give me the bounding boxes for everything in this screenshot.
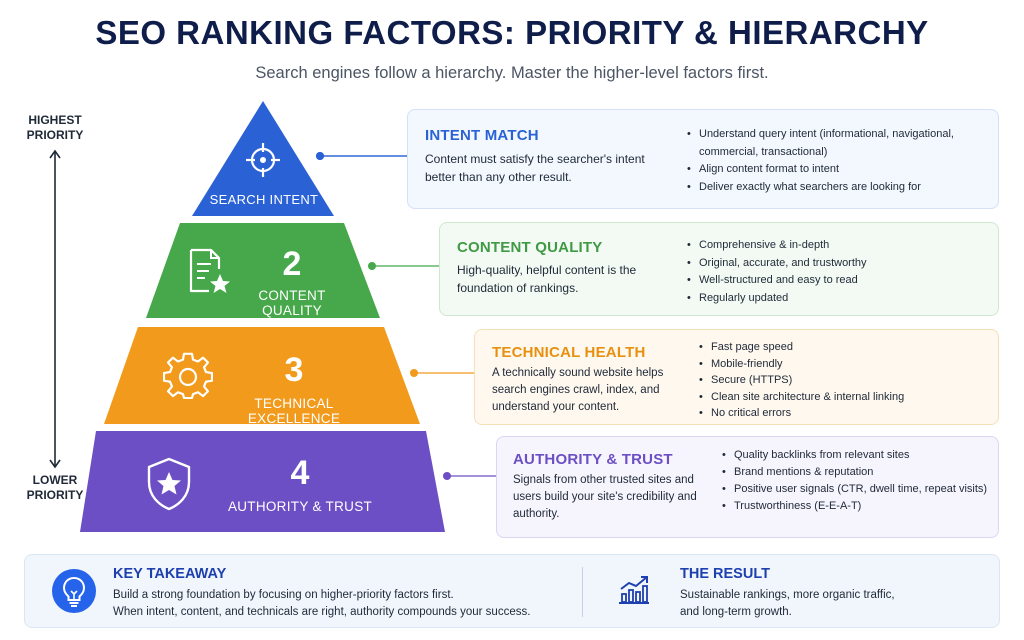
- list-item: Regularly updated: [687, 290, 987, 308]
- card-2-description: High-quality, helpful content is the fou…: [457, 263, 637, 295]
- card-authority-trust: AUTHORITY & TRUST Signals from other tru…: [496, 436, 999, 538]
- card-3-description: A technically sound website helps search…: [492, 367, 664, 413]
- level-3-number: 3: [284, 351, 304, 389]
- shield-star-icon: [147, 457, 191, 511]
- highest-priority-label: HIGHEST PRIORITY: [26, 113, 84, 142]
- list-item: Fast page speed: [699, 339, 989, 356]
- lightbulb-badge: [52, 569, 96, 613]
- list-item: Quality backlinks from relevant sites: [722, 447, 992, 464]
- list-item: Deliver exactly what searchers are looki…: [687, 179, 987, 197]
- level-4-text: 4 AUTHORITY & TRUST: [218, 455, 382, 514]
- level-3-text: 3 TECHNICAL EXCELLENCE: [214, 352, 374, 426]
- list-item: Align content format to intent: [687, 161, 987, 179]
- list-item: Mobile-friendly: [699, 356, 989, 373]
- level-2-label: CONTENT QUALITY: [258, 288, 326, 318]
- result-text-2: and long-term growth.: [680, 606, 792, 618]
- level-1-label-wrap: SEARCH INTENT: [196, 192, 332, 207]
- seo-pyramid: [80, 101, 445, 532]
- takeaway-text-1: Build a strong foundation by focusing on…: [113, 589, 454, 601]
- card-4-bullets: Quality backlinks from relevant sites Br…: [722, 447, 992, 515]
- card-2-bullets: Comprehensive & in-depth Original, accur…: [687, 237, 987, 307]
- list-item: Original, accurate, and trustworthy: [687, 255, 987, 273]
- card-1-bullets: Understand query intent (informational, …: [687, 126, 987, 196]
- result-text-1: Sustainable rankings, more organic traff…: [680, 589, 895, 601]
- list-item: Well-structured and easy to read: [687, 272, 987, 290]
- card-3-title: TECHNICAL HEALTH: [492, 344, 646, 361]
- page-title: SEO RANKING FACTORS: PRIORITY & HIERARCH…: [95, 14, 929, 51]
- growth-chart-icon: [619, 576, 649, 604]
- priority-arrow: [49, 149, 61, 469]
- level-1-label: SEARCH INTENT: [209, 192, 319, 207]
- list-item: Secure (HTTPS): [699, 372, 989, 389]
- level-2-number: 2: [282, 245, 302, 283]
- list-item: Understand query intent (informational, …: [687, 126, 987, 161]
- list-item: No critical errors: [699, 405, 989, 422]
- result-title: THE RESULT: [680, 566, 770, 582]
- list-item: Brand mentions & reputation: [722, 464, 992, 481]
- card-3-bullets: Fast page speed Mobile-friendly Secure (…: [699, 339, 989, 422]
- level-4-number: 4: [290, 454, 310, 492]
- card-intent-match: INTENT MATCH Content must satisfy the se…: [407, 109, 999, 209]
- lower-priority-label: LOWER PRIORITY: [26, 473, 84, 502]
- bottom-summary-bar: KEY TAKEAWAY Build a strong foundation b…: [24, 554, 1000, 628]
- list-item: Clean site architecture & internal linki…: [699, 389, 989, 406]
- level-2-text: 2 CONTENT QUALITY: [234, 246, 350, 318]
- takeaway-text-2: When intent, content, and technicals are…: [113, 606, 531, 618]
- takeaway-title: KEY TAKEAWAY: [113, 566, 227, 582]
- card-content-quality: CONTENT QUALITY High-quality, helpful co…: [439, 222, 999, 316]
- pyramid-level-3: [104, 327, 420, 424]
- card-technical-health: TECHNICAL HEALTH A technically sound web…: [474, 329, 999, 425]
- card-1-title: INTENT MATCH: [425, 127, 539, 144]
- card-1-description: Content must satisfy the searcher's inte…: [425, 152, 645, 184]
- card-2-title: CONTENT QUALITY: [457, 239, 603, 256]
- list-item: Trustworthiness (E-E-A-T): [722, 498, 992, 515]
- list-item: Positive user signals (CTR, dwell time, …: [722, 481, 992, 498]
- card-4-description: Signals from other trusted sites and use…: [513, 474, 697, 520]
- lightbulb-icon: [62, 576, 86, 607]
- gear-icon: [163, 352, 213, 400]
- card-4-title: AUTHORITY & TRUST: [513, 451, 673, 468]
- document-star-icon: [189, 248, 230, 293]
- level-3-label: TECHNICAL EXCELLENCE: [247, 396, 341, 426]
- pyramid-level-2: [146, 223, 380, 318]
- divider: [582, 567, 583, 617]
- page-subtitle: Search engines follow a hierarchy. Maste…: [255, 64, 769, 82]
- level-4-label: AUTHORITY & TRUST: [227, 499, 373, 514]
- list-item: Comprehensive & in-depth: [687, 237, 987, 255]
- target-icon: [246, 143, 280, 177]
